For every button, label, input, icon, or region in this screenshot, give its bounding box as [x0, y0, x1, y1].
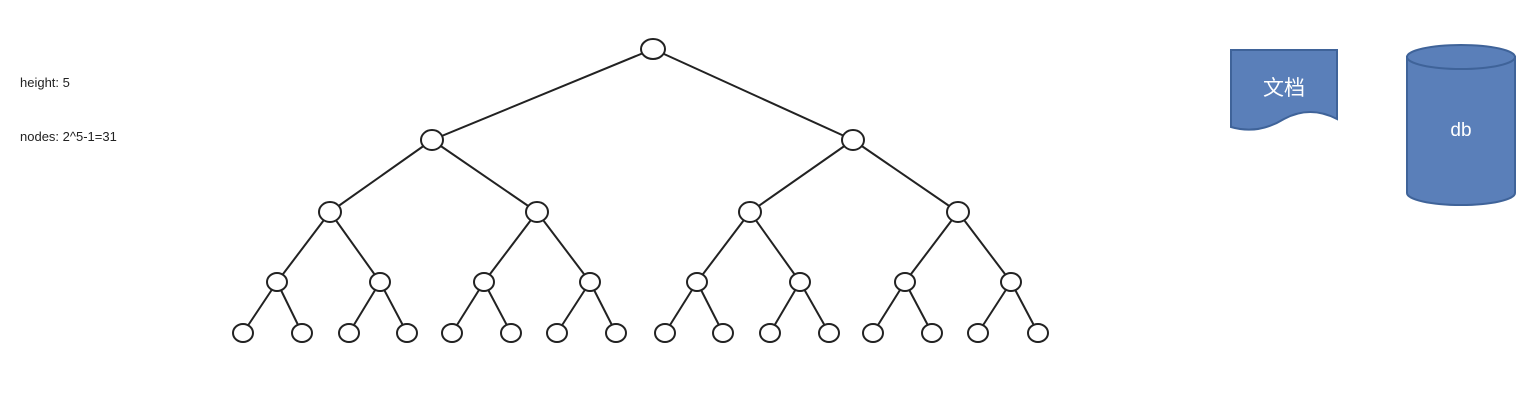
document-label: 文档 [1263, 76, 1305, 100]
tree-node [640, 38, 666, 60]
height-label: height: 5 [20, 75, 70, 90]
tree-node [525, 201, 549, 223]
document-shape [1230, 49, 1338, 131]
tree-edge [696, 211, 751, 283]
tree-edge [749, 139, 854, 213]
tree-edge [957, 211, 1012, 283]
tree-node [712, 323, 734, 343]
tree-node [818, 323, 840, 343]
tree-node [473, 272, 495, 292]
tree-edge [749, 211, 801, 283]
tree-node [921, 323, 943, 343]
tree-node [500, 323, 522, 343]
tree-edge [329, 139, 433, 213]
tree-edge [852, 139, 959, 213]
tree-node [789, 272, 811, 292]
tree-edge [431, 48, 654, 141]
tree-node [686, 272, 708, 292]
tree-node [232, 323, 254, 343]
tree-node [946, 201, 970, 223]
tree-edge [652, 48, 854, 141]
database-label: db [1450, 120, 1472, 141]
tree-node [1000, 272, 1022, 292]
tree-node [1027, 323, 1049, 343]
tree-node [396, 323, 418, 343]
database-cylinder [1406, 44, 1516, 206]
tree-node [338, 323, 360, 343]
tree-edge [483, 211, 538, 283]
tree-node [738, 201, 762, 223]
tree-node [759, 323, 781, 343]
tree-edge [276, 211, 331, 283]
tree-edge [329, 211, 381, 283]
tree-edge [431, 139, 538, 213]
nodes-label: nodes: 2^5-1=31 [20, 129, 117, 144]
tree-edge [536, 211, 591, 283]
tree-node [894, 272, 916, 292]
tree-node [546, 323, 568, 343]
tree-node [862, 323, 884, 343]
tree-node [841, 129, 865, 151]
tree-node [654, 323, 676, 343]
tree-node [579, 272, 601, 292]
tree-node [441, 323, 463, 343]
tree-edge [904, 211, 959, 283]
tree-node [420, 129, 444, 151]
tree-node [369, 272, 391, 292]
tree-node [967, 323, 989, 343]
tree-node [291, 323, 313, 343]
tree-node [318, 201, 342, 223]
tree-node [266, 272, 288, 292]
tree-node [605, 323, 627, 343]
